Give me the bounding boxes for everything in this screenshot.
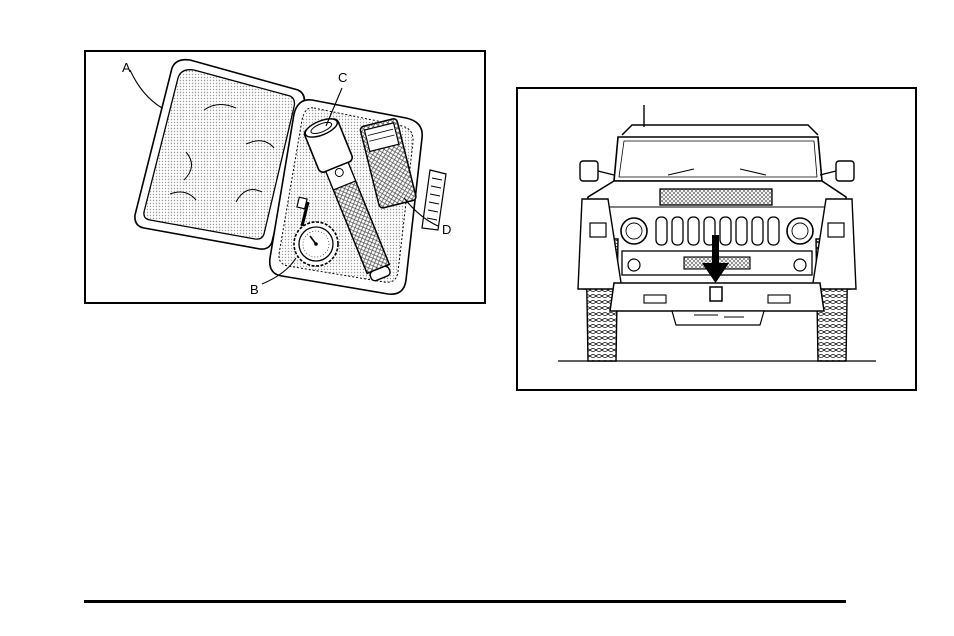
right-marker-light [828, 223, 844, 237]
callout-c: C [338, 70, 347, 85]
vehicle-cab [614, 105, 822, 181]
left-marker-light [590, 223, 606, 237]
callout-b: B [250, 282, 259, 297]
callout-a: A [122, 60, 131, 75]
tool-kit-illustration: A C B D [86, 52, 484, 302]
vehicle-front-illustration [518, 89, 915, 389]
footer-rule [84, 600, 846, 603]
front-tow-receiver [710, 287, 722, 301]
callout-d: D [442, 222, 451, 237]
tool-kit-figure: A C B D [84, 50, 486, 304]
leader-line-a [130, 70, 162, 108]
vehicle-front-figure [516, 87, 917, 391]
